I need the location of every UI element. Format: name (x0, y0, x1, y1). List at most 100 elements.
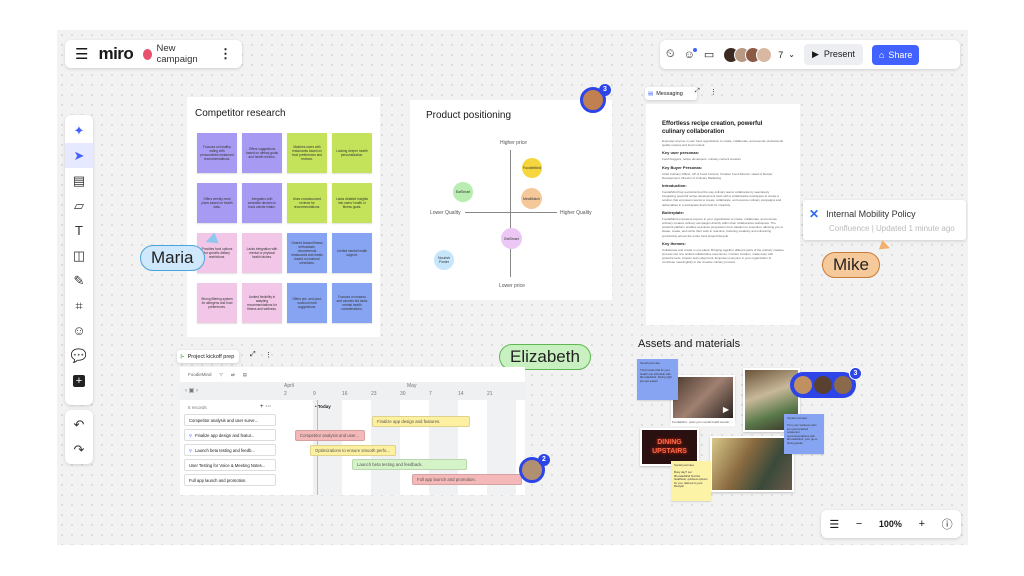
product-bubble[interactable]: MealMatch (521, 188, 542, 209)
chevron-down-icon: ⌄ (788, 50, 795, 59)
menu-icon[interactable]: ☰ (75, 46, 89, 63)
sticky-note[interactable]: Geared toward fitness enthusiasts, recom… (287, 233, 327, 273)
pen-icon[interactable]: ✎ (73, 272, 85, 288)
sticky-note[interactable]: Offers suggestions based on dietary goal… (242, 133, 282, 173)
sticky-note[interactable]: Uses crowdsourced reviews for recommenda… (287, 183, 327, 223)
history-toolbar: ↶ ↷ (65, 410, 93, 464)
templates-icon[interactable]: ▤ (72, 172, 86, 188)
today-marker: • Today (315, 404, 331, 409)
timeline-record[interactable]: ⚲Launch beta testing and feedb... (184, 444, 276, 456)
expand-icon[interactable]: ⤢ (250, 351, 256, 358)
sticky-note[interactable]: Lacks detailed insights into users' heal… (332, 183, 372, 223)
redo-icon[interactable]: ↷ (73, 441, 85, 457)
add-record-icon[interactable]: + ⋯ (260, 404, 272, 410)
doc-paragraph: Collaborate and create in one place: Bri… (662, 247, 784, 265)
sticky-note[interactable]: Focuses on healthy eating with personali… (197, 133, 237, 173)
collaborator-avatar[interactable]: 3 (580, 84, 611, 113)
date-nav[interactable]: ‹ ▣ › (185, 388, 198, 394)
axis-label-top: Higher price (500, 140, 527, 146)
add-icon[interactable]: + (65, 368, 93, 393)
sticky-note[interactable]: Offers weekly meal plans based on health… (197, 183, 237, 223)
reactions-icon[interactable]: ☺ (683, 47, 697, 61)
product-bubble[interactable]: Nourish Finder (434, 250, 454, 270)
doc-tab[interactable]: ▤Messaging (645, 87, 697, 100)
sticky-note-icon[interactable]: ▱ (74, 197, 84, 213)
frame-icon[interactable]: ⌗ (75, 297, 83, 313)
timeline-record[interactable]: User Testing for Voice & Meeting Notes..… (184, 459, 276, 471)
zoom-level[interactable]: 100% (878, 519, 902, 529)
market-photo[interactable] (710, 436, 794, 492)
filter-icon[interactable]: ▽ (219, 372, 223, 377)
doc-heading: Boilerplate: (662, 209, 685, 215)
sticky-note[interactable]: Limited flexibility in adapting recommen… (242, 283, 282, 323)
timer-icon[interactable]: ⏲ (666, 48, 675, 60)
timeline-bar[interactable]: Optimizations to ensure smooth perfo... (310, 445, 396, 456)
more-icon[interactable]: ⋮ (219, 46, 232, 61)
select-tool-icon[interactable]: ➤ (65, 143, 93, 168)
sticky-note[interactable]: Focuses on macros and calories but lacks… (332, 283, 372, 323)
more-icon[interactable]: ⋮ (710, 89, 717, 96)
timeline-record[interactable]: Competitor analysis and user surve... (184, 414, 276, 426)
collaborator-group[interactable]: 3 (790, 367, 862, 398)
doc-title: Effortless recipe creation, powerful cul… (662, 121, 763, 135)
product-bubble[interactable]: EatSmart (453, 182, 473, 202)
messaging-document[interactable]: Effortless recipe creation, powerful cul… (646, 104, 800, 325)
present-button[interactable]: ▶Present (803, 44, 863, 65)
sticky-note[interactable]: Integrates with wearable devices to trac… (242, 183, 282, 223)
collaborator-avatar[interactable]: 2 (519, 454, 550, 483)
sticky-note[interactable]: Matches users with restaurants based on … (287, 133, 327, 173)
timeline-bar[interactable]: Full app launch and promotion. (412, 474, 522, 485)
collab-count-badge: 3 (599, 84, 611, 96)
date-label: 2 (284, 391, 287, 397)
frame-title: Competitor research (195, 108, 286, 119)
timeline-bar[interactable]: Finalize app design and features. (372, 416, 470, 427)
confluence-icon: ✕ (809, 207, 820, 221)
timeline-bar[interactable]: Launch beta testing and feedback. (352, 459, 467, 470)
timeline-bar[interactable]: Competitor analysis and user... (295, 430, 365, 441)
shapes-icon[interactable]: ◫ (72, 247, 86, 263)
timeline-record[interactable]: ⚲Finalize app design and featur... (184, 429, 276, 441)
share-button[interactable]: ⌂Share (871, 44, 920, 65)
sticky-note[interactable]: Offers pre- and post-workout meal sugges… (287, 283, 327, 323)
product-bubble[interactable]: FoodieMind (522, 158, 542, 178)
product-bubble[interactable]: EatSmart (501, 228, 522, 249)
emoji-icon[interactable]: ☺ (72, 323, 86, 338)
sticky-note[interactable]: Strong filtering system for allergens an… (197, 283, 237, 323)
zoom-out-icon[interactable]: − (855, 518, 863, 530)
sticky-note[interactable]: Lacks integration with mental or physica… (242, 233, 282, 273)
help-icon[interactable]: ⓘ (941, 519, 953, 531)
timeline-record[interactable]: Full app launch and promotion. (184, 474, 276, 486)
zoom-in-icon[interactable]: + (918, 518, 926, 530)
timeline-tab[interactable]: ⊱Project kickoff prep (177, 350, 239, 363)
date-label: 14 (458, 391, 464, 397)
board-canvas[interactable]: ☰ miro New campaign ⋮ ⏲ ☺ ▭ 7 ⌄ ▶Present… (57, 30, 968, 545)
text-tool-icon[interactable]: T (75, 223, 83, 238)
more-icon[interactable]: ⋮ (265, 352, 272, 359)
video-icon[interactable]: ▭ (703, 49, 715, 61)
expand-icon[interactable]: ⤢ (695, 88, 700, 94)
ai-sparkle-icon[interactable]: ✦ (73, 122, 85, 138)
confluence-link-card[interactable]: ✕ Internal Mobility Policy Confluence | … (803, 200, 966, 240)
source-label[interactable]: FoodieMind (188, 372, 212, 377)
settings-icon[interactable]: ⇄ (230, 372, 235, 377)
price-axis (510, 150, 511, 277)
month-label: April (284, 383, 295, 389)
miro-logo[interactable]: miro (98, 44, 134, 63)
sticky-note[interactable]: Lacking deeper health personalization. (332, 133, 372, 173)
doc-heading: Key user personas: (662, 150, 700, 156)
board-name[interactable]: New campaign (156, 43, 198, 65)
neon-sign-photo[interactable]: DINING UPSTAIRS (640, 428, 699, 466)
competitor-research-frame[interactable]: Competitor research Focuses on healthy e… (187, 97, 380, 337)
doc-heading: Introduction: (662, 183, 687, 189)
collaborator-avatars[interactable]: 7 ⌄ (723, 46, 795, 63)
video-thumbnail[interactable]: ▶ (671, 375, 735, 420)
comment-icon[interactable]: 💬 (70, 347, 88, 363)
view-icon[interactable]: ▤ (242, 372, 248, 377)
undo-icon[interactable]: ↶ (73, 416, 85, 432)
product-positioning-frame[interactable]: Product positioning Higher price Lower p… (410, 100, 612, 300)
list-icon[interactable]: ☰ (829, 518, 840, 531)
sticky-note[interactable]: Limited mental health support. (332, 233, 372, 273)
